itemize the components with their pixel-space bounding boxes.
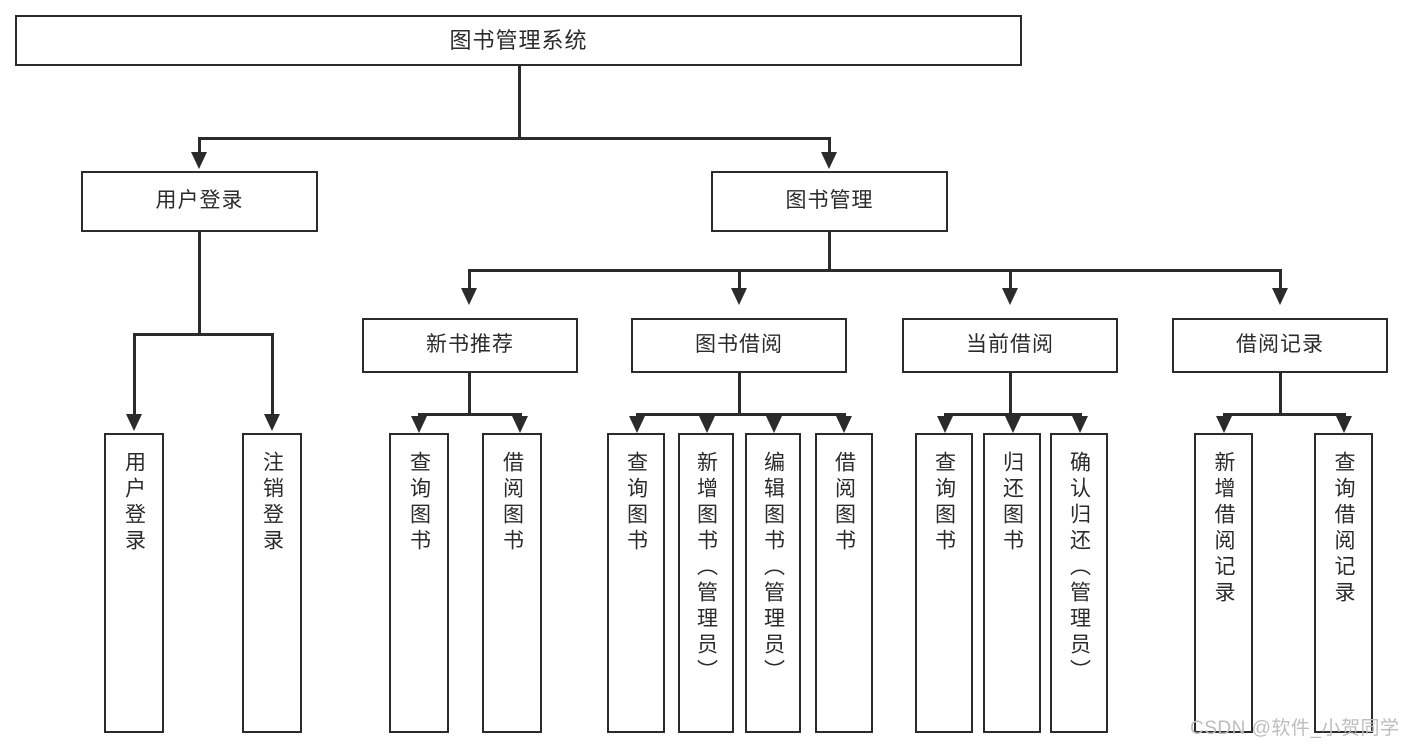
node-label: 图书管理系统 bbox=[449, 27, 588, 53]
connector-root-stem bbox=[518, 66, 521, 138]
node-label: 用户登录 bbox=[122, 451, 146, 555]
arrow-to-new-book-recommend bbox=[461, 288, 477, 305]
node-label: 确认归还（管理员） bbox=[1067, 451, 1091, 685]
node-label: 借阅图书 bbox=[500, 451, 524, 555]
leaf-query-book-3[interactable]: 查询图书 bbox=[915, 433, 973, 733]
node-label: 新书推荐 bbox=[426, 333, 514, 357]
connector-bb-stem bbox=[738, 373, 741, 415]
node-user-login[interactable]: 用户登录 bbox=[81, 171, 318, 232]
connector-bm-leg-4 bbox=[1279, 269, 1282, 291]
connector-root-leg-left bbox=[198, 137, 201, 157]
connector-book-management-stem bbox=[828, 232, 831, 271]
leaf-logout-login[interactable]: 注销登录 bbox=[242, 433, 302, 733]
connector-bm-leg-2 bbox=[738, 269, 741, 291]
node-label: 借阅图书 bbox=[832, 451, 856, 555]
node-label: 查询图书 bbox=[624, 451, 648, 555]
connector-bb-bar bbox=[636, 413, 845, 416]
arrow-to-borrow-record bbox=[1272, 288, 1288, 305]
node-book-management[interactable]: 图书管理 bbox=[711, 171, 948, 232]
node-label: 图书管理 bbox=[785, 189, 874, 213]
leaf-query-book-2[interactable]: 查询图书 bbox=[607, 433, 665, 733]
connector-nbr-bar bbox=[418, 413, 519, 416]
arrow-to-leaf-borrow-book-1 bbox=[512, 416, 528, 433]
watermark-text: CSDN @软件_小贺同学 bbox=[1190, 718, 1400, 739]
arrow-to-leaf-add-borrow-record bbox=[1216, 416, 1232, 433]
connector-bm-leg-1 bbox=[468, 269, 471, 291]
connector-nbr-stem bbox=[468, 373, 471, 415]
leaf-return-book[interactable]: 归还图书 bbox=[983, 433, 1041, 733]
leaf-user-login[interactable]: 用户登录 bbox=[104, 433, 164, 733]
arrow-to-book-management bbox=[821, 152, 837, 169]
connector-root-leg-right bbox=[828, 137, 831, 157]
node-label: 查询借阅记录 bbox=[1332, 451, 1355, 607]
arrow-to-leaf-query-book-2 bbox=[629, 416, 645, 433]
node-label: 注销登录 bbox=[260, 451, 284, 555]
connector-br-bar bbox=[1223, 413, 1345, 416]
arrow-to-leaf-logout-login bbox=[264, 414, 280, 431]
leaf-edit-book-admin[interactable]: 编辑图书（管理员） bbox=[745, 433, 801, 733]
connector-user-login-stem bbox=[198, 232, 201, 335]
connector-user-login-leg-2 bbox=[271, 333, 274, 418]
connector-bm-leg-3 bbox=[1009, 269, 1012, 291]
node-borrow-record[interactable]: 借阅记录 bbox=[1172, 318, 1388, 373]
node-new-book-recommend[interactable]: 新书推荐 bbox=[362, 318, 578, 373]
arrow-to-leaf-query-borrow-record bbox=[1336, 416, 1352, 433]
connector-user-login-bar bbox=[133, 333, 273, 336]
leaf-borrow-book-1[interactable]: 借阅图书 bbox=[482, 433, 542, 733]
connector-cb-stem bbox=[1009, 373, 1012, 415]
arrow-to-current-borrow bbox=[1002, 288, 1018, 305]
connector-root-bar bbox=[198, 137, 830, 140]
arrow-to-leaf-confirm-return-admin bbox=[1072, 416, 1088, 433]
connector-book-management-bar bbox=[468, 269, 1280, 272]
leaf-borrow-book-2[interactable]: 借阅图书 bbox=[815, 433, 873, 733]
connector-user-login-leg-1 bbox=[133, 333, 136, 418]
leaf-query-borrow-record[interactable]: 查询借阅记录 bbox=[1314, 433, 1373, 733]
arrow-to-leaf-edit-book-admin bbox=[766, 416, 782, 433]
node-label: 图书借阅 bbox=[695, 333, 783, 357]
node-label: 新增借阅记录 bbox=[1212, 451, 1235, 607]
node-label: 借阅记录 bbox=[1236, 333, 1324, 357]
node-root-system[interactable]: 图书管理系统 bbox=[15, 15, 1022, 66]
node-label: 查询图书 bbox=[407, 451, 431, 555]
arrow-to-leaf-query-book-1 bbox=[411, 416, 427, 433]
arrow-to-user-login bbox=[191, 152, 207, 169]
leaf-add-book-admin[interactable]: 新增图书（管理员） bbox=[678, 433, 734, 733]
node-label: 归还图书 bbox=[1000, 451, 1024, 555]
leaf-query-book-1[interactable]: 查询图书 bbox=[389, 433, 449, 733]
arrow-to-book-borrow bbox=[731, 288, 747, 305]
node-label: 用户登录 bbox=[155, 189, 244, 213]
node-label: 当前借阅 bbox=[966, 333, 1054, 357]
node-label: 编辑图书（管理员） bbox=[761, 451, 785, 685]
arrow-to-leaf-borrow-book-2 bbox=[836, 416, 852, 433]
csdn-watermark: CSDN @软件_小贺同学 bbox=[1190, 713, 1399, 740]
arrow-to-leaf-return-book bbox=[1005, 416, 1021, 433]
leaf-add-borrow-record[interactable]: 新增借阅记录 bbox=[1194, 433, 1253, 733]
arrow-to-leaf-query-book-3 bbox=[937, 416, 953, 433]
node-current-borrow[interactable]: 当前借阅 bbox=[902, 318, 1118, 373]
node-label: 新增图书（管理员） bbox=[694, 451, 718, 685]
node-book-borrow[interactable]: 图书借阅 bbox=[631, 318, 847, 373]
arrow-to-leaf-user-login bbox=[126, 414, 142, 431]
connector-br-stem bbox=[1279, 373, 1282, 415]
node-label: 查询图书 bbox=[932, 451, 956, 555]
arrow-to-leaf-add-book-admin bbox=[699, 416, 715, 433]
leaf-confirm-return-admin[interactable]: 确认归还（管理员） bbox=[1050, 433, 1108, 733]
